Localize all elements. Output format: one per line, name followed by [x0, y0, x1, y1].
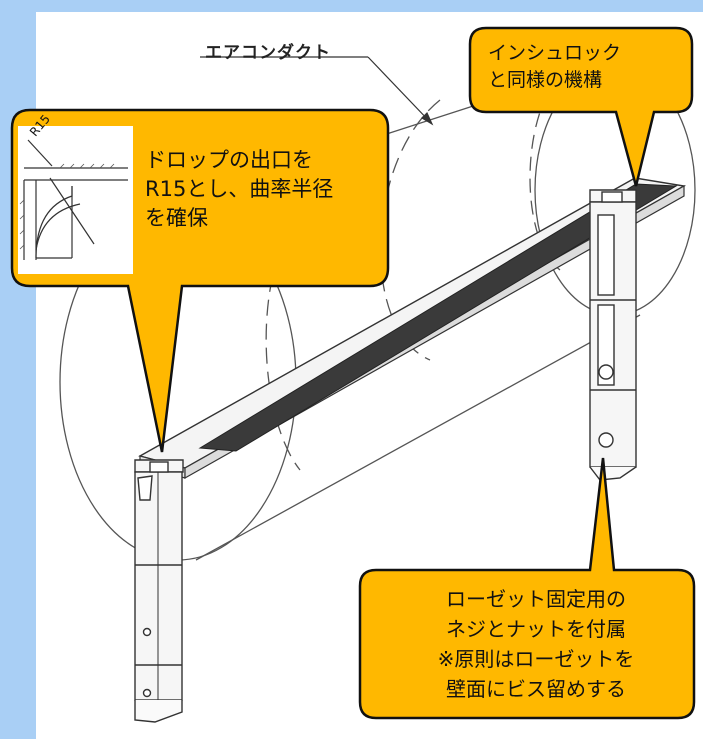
- duct-label: エアコンダクト: [205, 43, 331, 63]
- left-post: [134, 459, 184, 723]
- rail: [138, 177, 687, 480]
- callout-left-text: ドロップの出口を R15とし、曲率半径 を確保: [145, 148, 334, 230]
- rail-teeth: [198, 183, 678, 452]
- callout-top-right-text: インシュロック と同様の機構: [488, 42, 622, 91]
- callout-bottom-right-text: ローゼット固定用の ネジとナットを付属 ※原則はローゼットを 壁面にビス留めする: [437, 587, 635, 701]
- right-post: [589, 189, 637, 481]
- callout-bottom-right-bubble: [358, 457, 696, 720]
- duct-bottom-edge: [195, 314, 641, 561]
- callout-top-right-bubble: [468, 26, 694, 187]
- duct-label-leader: [200, 56, 434, 126]
- r15-inset: [18, 126, 133, 274]
